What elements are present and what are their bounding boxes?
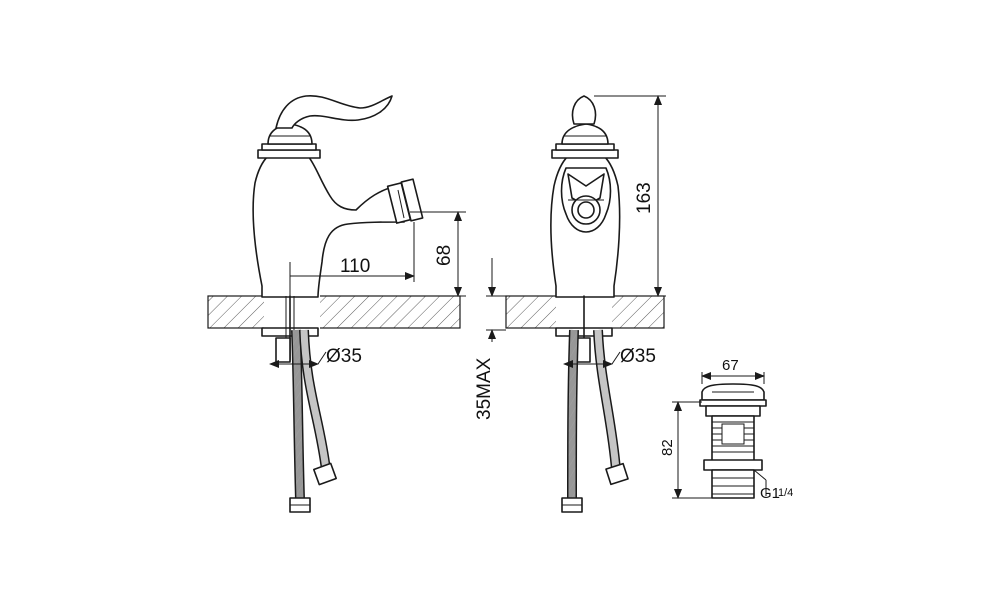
bidet-nozzle-side [567,173,605,225]
faucet-body-front [252,155,405,298]
dim-total-height: 163 [634,182,655,214]
dim-drain-thread-fraction: 1/4 [778,487,793,499]
bidet-nozzle-front [386,178,424,224]
dim-spout-height: 68 [434,245,455,266]
dim-drain-width: 67 [722,357,739,374]
dim-drain-height: 82 [659,439,676,456]
pop-up-drain: 67 82 G1 1/ [659,357,793,502]
knob-top-side [571,95,597,125]
lever-handle-front [275,95,393,129]
countertop-left [207,295,461,329]
dim-hole-diameter-front: Ø35 [326,346,362,367]
side-view: 35MAX Ø35 [474,95,666,513]
front-view: 110 68 Ø35 [207,95,466,513]
dim-counter-thickness: 35MAX [474,357,495,420]
dim-drain-thread: G1 [760,485,780,502]
dim-drain-thread-main: G1 [760,485,780,502]
dim-spout-reach: 110 [340,256,370,277]
dim-hole-diameter-side: Ø35 [620,346,656,367]
